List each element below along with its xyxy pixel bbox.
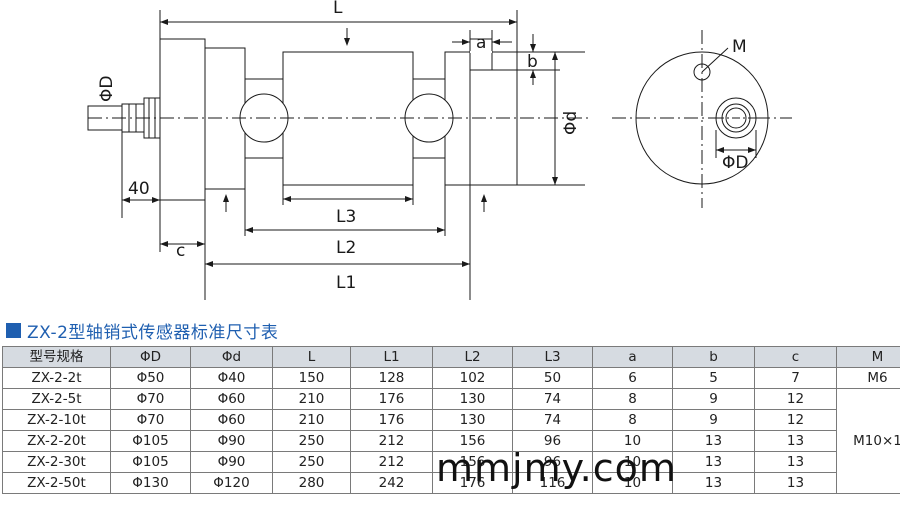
table-cell: 176 xyxy=(350,388,433,410)
table-cell: 156 xyxy=(432,430,513,452)
section-title: ZX-2型轴销式传感器标准尺寸表 xyxy=(6,318,279,343)
table-cell: ZX-2-50t xyxy=(2,472,111,494)
table-cell: Φ90 xyxy=(190,451,273,473)
dim-label-M: M xyxy=(732,37,747,57)
table-cell: 13 xyxy=(754,451,837,473)
dim-label-L3: L3 xyxy=(336,207,356,227)
dim-label-phid: Φd xyxy=(561,111,581,135)
dim-label-c: c xyxy=(176,241,185,261)
table-cell: 12 xyxy=(754,388,837,410)
table-cell: 13 xyxy=(672,430,755,452)
table-cell: ZX-2-20t xyxy=(2,430,111,452)
header-cell: c xyxy=(754,346,837,368)
table-cell: ZX-2-10t xyxy=(2,409,111,431)
sensor-technical-drawing: L a b ΦD Φd 40 c L3 L2 L1 M ΦD xyxy=(87,0,792,300)
table-cell: 210 xyxy=(272,388,351,410)
table-cell: 250 xyxy=(272,430,351,452)
table-cell: 7 xyxy=(754,367,837,389)
table-cell: 212 xyxy=(350,451,433,473)
dim-label-b: b xyxy=(527,52,538,72)
header-cell: L2 xyxy=(432,346,513,368)
table-cell: 250 xyxy=(272,451,351,473)
table-row: ZX-2-50t Φ130 Φ120 280 242 176 116 10 13… xyxy=(2,472,900,494)
dim-label-a: a xyxy=(476,33,486,53)
table-cell: 74 xyxy=(512,409,593,431)
header-cell: Φd xyxy=(190,346,273,368)
table-cell: Φ40 xyxy=(190,367,273,389)
table-cell: Φ105 xyxy=(110,451,191,473)
table-cell: 10 xyxy=(592,472,673,494)
table-cell: Φ60 xyxy=(190,409,273,431)
table-cell: 176 xyxy=(350,409,433,431)
table-cell: Φ50 xyxy=(110,367,191,389)
table-cell: 128 xyxy=(350,367,433,389)
table-title: ZX-2型轴销式传感器标准尺寸表 xyxy=(27,322,279,343)
dim-label-L: L xyxy=(333,0,343,18)
table-cell: 130 xyxy=(432,388,513,410)
header-cell: a xyxy=(592,346,673,368)
table-cell: 9 xyxy=(672,388,755,410)
table-cell: Φ120 xyxy=(190,472,273,494)
dim-label-phiD-end: ΦD xyxy=(722,153,748,173)
table-cell: 5 xyxy=(672,367,755,389)
table-cell: 210 xyxy=(272,409,351,431)
dim-label-phiD-side: ΦD xyxy=(97,76,117,102)
table-cell: 8 xyxy=(592,409,673,431)
table-cell: 50 xyxy=(512,367,593,389)
table-cell: 176 xyxy=(432,472,513,494)
table-cell: 13 xyxy=(672,451,755,473)
table-row: ZX-2-10t Φ70 Φ60 210 176 130 74 8 9 12 xyxy=(2,409,900,431)
dim-label-L1: L1 xyxy=(336,273,356,293)
header-cell: L xyxy=(272,346,351,368)
table-cell: Φ90 xyxy=(190,430,273,452)
table-cell: 130 xyxy=(432,409,513,431)
table-cell: ZX-2-2t xyxy=(2,367,111,389)
table-cell: Φ70 xyxy=(110,409,191,431)
table-cell: 8 xyxy=(592,388,673,410)
table-row: ZX-2-5t Φ70 Φ60 210 176 130 74 8 9 12 M1… xyxy=(2,388,900,494)
table-cell: 242 xyxy=(350,472,433,494)
table-cell: ZX-2-5t xyxy=(2,388,111,410)
header-cell: L3 xyxy=(512,346,593,368)
table-cell: 13 xyxy=(754,430,837,452)
table-cell-m: M6 xyxy=(836,367,900,389)
thread-hole-m xyxy=(693,63,711,81)
dim-label-L2: L2 xyxy=(336,238,356,258)
table-cell: 12 xyxy=(754,409,837,431)
header-cell: M xyxy=(836,346,900,368)
table-cell: Φ70 xyxy=(110,388,191,410)
table-cell: 280 xyxy=(272,472,351,494)
table-cell: 102 xyxy=(432,367,513,389)
table-cell: 9 xyxy=(672,409,755,431)
spec-table: 型号规格 ΦD Φd L L1 L2 L3 a b c M ZX-2-2t Φ5… xyxy=(2,346,900,494)
table-cell: 13 xyxy=(672,472,755,494)
left-head xyxy=(159,38,206,201)
table-row: ZX-2-2t Φ50 Φ40 150 128 102 50 6 5 7 M6 xyxy=(2,367,900,389)
table-cell: 150 xyxy=(272,367,351,389)
watermark: mmjmy.com xyxy=(436,446,677,490)
table-cell: 13 xyxy=(754,472,837,494)
header-cell: 型号规格 xyxy=(2,346,111,368)
table-cell: 116 xyxy=(512,472,593,494)
title-square-icon xyxy=(6,322,21,338)
table-cell: Φ105 xyxy=(110,430,191,452)
table-cell: ZX-2-30t xyxy=(2,451,111,473)
table-header-row: 型号规格 ΦD Φd L L1 L2 L3 a b c M xyxy=(2,346,900,368)
table-cell: 74 xyxy=(512,388,593,410)
table-cell: 6 xyxy=(592,367,673,389)
header-cell: b xyxy=(672,346,755,368)
table-cell: Φ130 xyxy=(110,472,191,494)
table-cell: Φ60 xyxy=(190,388,273,410)
table-cell: 96 xyxy=(512,451,593,473)
table-cell-m-merged: M10×1 xyxy=(836,388,900,494)
header-cell: ΦD xyxy=(110,346,191,368)
dim-label-40: 40 xyxy=(128,179,150,199)
table-cell: 212 xyxy=(350,430,433,452)
header-cell: L1 xyxy=(350,346,433,368)
slot xyxy=(469,38,493,71)
